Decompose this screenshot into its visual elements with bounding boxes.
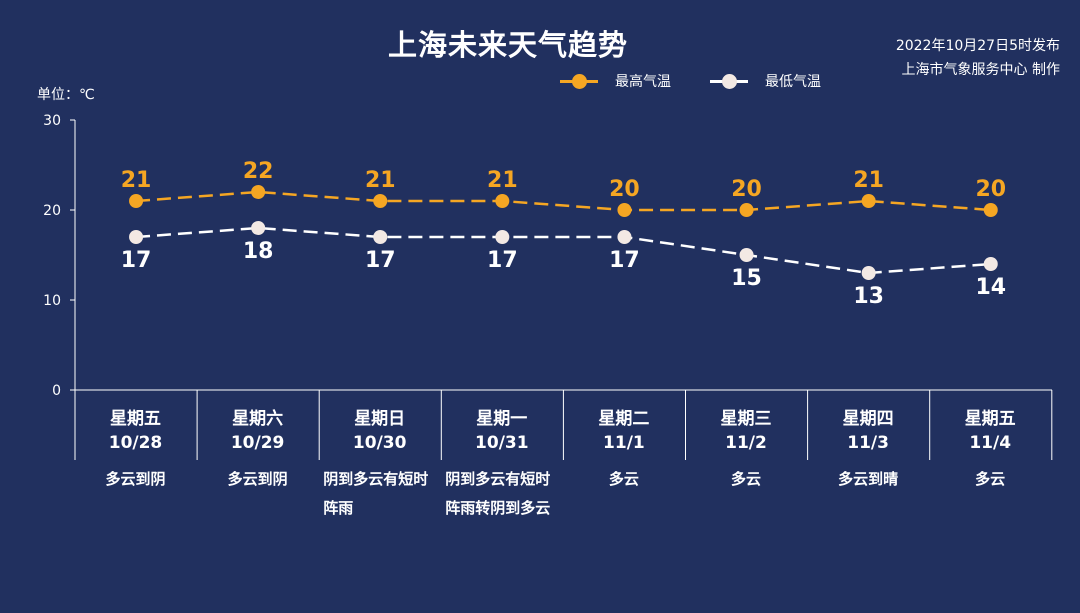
weather-label: 多云到晴 [838,470,899,488]
weather-label: 多云 [975,470,1006,488]
low-temp-point [739,248,754,262]
high-temp-label: 22 [243,159,274,184]
high-temp-label: 20 [731,177,762,202]
low-temp-line [135,226,991,275]
y-tick-label: 10 [43,293,61,309]
low-temp-label: 18 [243,239,274,264]
high-temp-point [617,203,632,217]
legend-marker-low [722,74,737,89]
high-temp-line [135,190,991,212]
low-temp-label: 17 [609,248,640,273]
weekday-label: 星期日 [354,409,406,429]
publish-info: 2022年10月27日5时发布 上海市气象服务中心 制作 [896,34,1060,82]
low-temp-label: 17 [121,248,152,273]
low-temp-label: 15 [731,266,762,291]
high-temp-label: 20 [609,177,640,202]
date-label: 10/29 [230,433,285,453]
low-temp-label: 14 [975,275,1006,300]
weekday-label: 星期六 [232,409,284,429]
high-temp-point [983,203,998,217]
low-temp-point [617,230,632,244]
low-temp-label: 17 [487,248,518,273]
weekday-label: 星期二 [598,409,650,429]
weekday-label: 星期五 [964,409,1016,429]
date-label: 10/30 [352,433,407,453]
producer: 上海市气象服务中心 制作 [901,62,1060,78]
high-temp-label: 21 [121,168,152,193]
weather-label: 多云 [730,470,761,488]
high-temp-label: 21 [365,168,396,193]
y-tick-label: 20 [43,203,61,219]
high-temp-label: 20 [975,177,1006,202]
high-temp-point [129,194,144,208]
weather-label: 阴到多云有短时阵雨 [323,470,429,517]
date-label: 10/31 [475,433,529,453]
date-label: 10/28 [108,433,163,453]
low-temp-point [495,230,510,244]
low-temp-point [983,257,998,271]
weekday-label: 星期一 [476,409,528,429]
date-label: 11/2 [725,433,767,453]
chart-title: 上海未来天气趋势 [387,28,628,62]
y-tick-label: 30 [43,113,61,129]
legend-label-high: 最高气温 [615,74,671,90]
weather-label: 多云到阴 [227,470,288,488]
high-temp-point [373,194,388,208]
high-temp-point [495,194,510,208]
legend-marker-high [572,74,587,89]
date-label: 11/4 [969,433,1012,453]
weather-label: 阴到多云有短时阵雨转阴到多云 [445,470,551,517]
high-temp-label: 21 [487,168,518,193]
date-label: 11/3 [847,433,889,453]
weather-label: 多云 [608,470,639,488]
publish-time: 2022年10月27日5时发布 [895,38,1060,54]
high-temp-label: 21 [853,168,884,193]
low-temp-label: 17 [365,248,396,273]
weekday-label: 星期四 [842,409,894,429]
high-temp-point [251,185,266,199]
legend-label-low: 最低气温 [765,74,821,90]
weather-label: 多云到阴 [105,470,166,488]
low-temp-point [861,266,876,280]
high-temp-point [861,194,876,208]
weekday-label: 星期三 [720,409,772,429]
date-label: 11/1 [603,433,645,453]
y-tick-label: 0 [52,383,61,399]
low-temp-point [251,221,266,235]
weekday-label: 星期五 [110,409,161,429]
low-temp-point [373,230,388,244]
high-temp-point [739,203,754,217]
low-temp-label: 13 [853,284,884,309]
low-temp-point [129,230,144,244]
y-axis-label: 单位：℃ [37,87,95,103]
